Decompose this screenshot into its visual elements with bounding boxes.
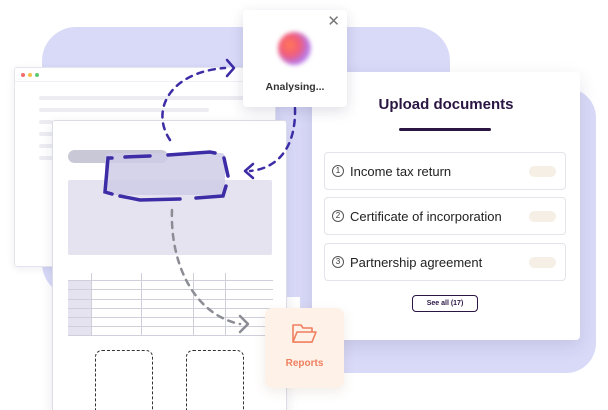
- table-line: [68, 308, 273, 309]
- table-line: [68, 289, 273, 290]
- analysing-status-label: Analysing...: [265, 81, 325, 93]
- see-all-button[interactable]: See all (17): [412, 295, 478, 312]
- window-maximize-dot: [35, 73, 39, 77]
- item-label: Partnership agreement: [350, 255, 483, 270]
- close-icon[interactable]: ✕: [327, 13, 340, 30]
- window-close-dot: [21, 73, 25, 77]
- folder-icon: [292, 324, 317, 343]
- item-label: Certificate of incorporation: [350, 209, 502, 224]
- table-line: [68, 280, 273, 281]
- document-content-block: [68, 180, 272, 255]
- table-line: [68, 326, 273, 327]
- upload-documents-card: Upload documents 1 Income tax return 2 C…: [312, 72, 580, 340]
- document-illustration: [52, 120, 287, 410]
- item-status-toggle[interactable]: [529, 166, 556, 177]
- table-line: [141, 273, 142, 336]
- table-line: [193, 273, 194, 336]
- analysing-orb-icon: [278, 32, 311, 65]
- table-line: [68, 335, 273, 336]
- upload-slot-placeholder: [186, 350, 244, 410]
- item-number-badge: 2: [332, 210, 344, 222]
- table-line: [225, 273, 226, 336]
- reports-label: Reports: [285, 358, 324, 369]
- title-underline: [399, 128, 491, 131]
- document-item-certificate-of-incorporation[interactable]: 2 Certificate of incorporation: [324, 197, 566, 235]
- upload-slot-placeholder: [95, 350, 153, 410]
- window-minimize-dot: [28, 73, 32, 77]
- item-number-badge: 1: [332, 165, 344, 177]
- item-status-toggle[interactable]: [529, 257, 556, 268]
- placeholder-line: [39, 108, 209, 112]
- placeholder-line: [39, 120, 53, 124]
- table-line: [91, 273, 92, 336]
- placeholder-line: [39, 96, 249, 100]
- browser-title-bar: [15, 68, 275, 82]
- reports-card[interactable]: Reports: [265, 308, 344, 388]
- document-item-income-tax-return[interactable]: 1 Income tax return: [324, 152, 566, 190]
- placeholder-line: [39, 132, 53, 136]
- analysing-card: ✕ Analysing...: [243, 10, 347, 107]
- placeholder-line: [39, 156, 53, 160]
- table-line: [68, 299, 273, 300]
- table-line: [68, 317, 273, 318]
- item-number-badge: 3: [332, 256, 344, 268]
- item-label: Income tax return: [350, 164, 452, 179]
- item-status-toggle[interactable]: [529, 211, 556, 222]
- document-header-placeholder: [68, 150, 168, 163]
- placeholder-line: [39, 144, 53, 148]
- document-item-partnership-agreement[interactable]: 3 Partnership agreement: [324, 243, 566, 281]
- upload-documents-title: Upload documents: [378, 96, 514, 113]
